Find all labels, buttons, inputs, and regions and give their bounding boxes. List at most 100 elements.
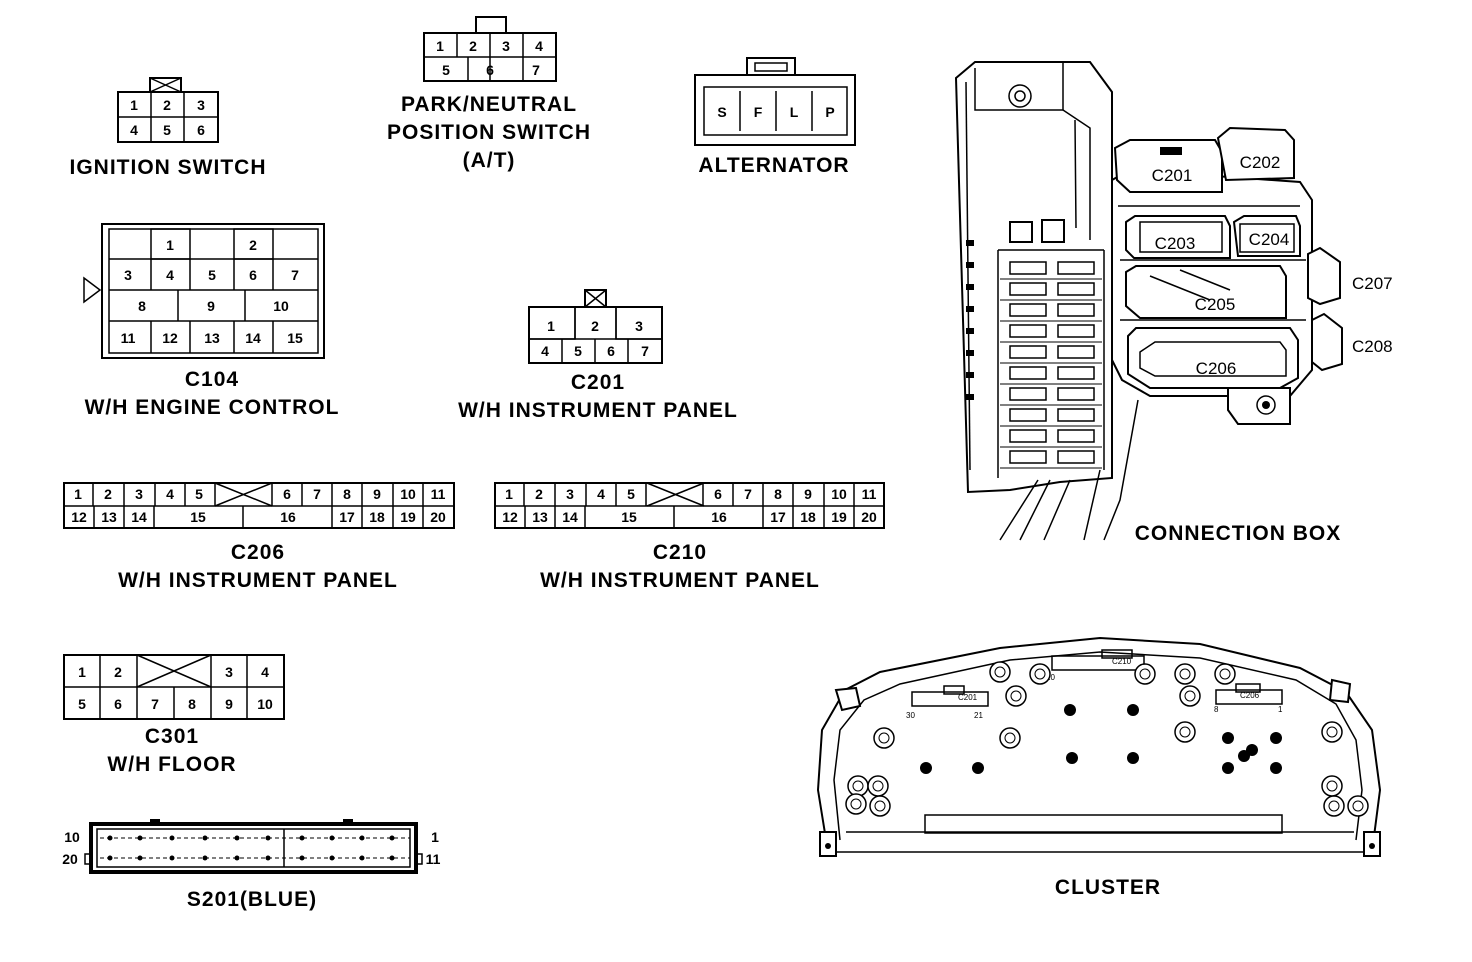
bulb-socket-inner (1179, 726, 1191, 738)
fuse-slot (1057, 387, 1095, 401)
splice-terminal-dot (265, 855, 271, 861)
c210-id-label: C210 (653, 541, 707, 564)
c210-pin-14: 14 (562, 509, 578, 525)
c210-connector: 1 2 3 4 5 6 7 8 9 10 11 12 13 14 15 16 1… (494, 482, 885, 529)
c210-pin-18: 18 (800, 509, 816, 525)
c104-pin-14: 14 (245, 330, 261, 346)
park-neutral-switch-connector: 1 2 3 4 5 6 7 (423, 16, 557, 82)
splice-terminal-dot (137, 835, 143, 841)
c210-pin-4: 4 (597, 486, 605, 502)
c104-caption: W/H ENGINE CONTROL (85, 396, 340, 419)
splice-terminal-dot (169, 835, 175, 841)
bulb-socket (847, 775, 869, 797)
c104-pin-3: 3 (124, 267, 132, 283)
c206-pin-8: 8 (343, 486, 351, 502)
c210-pin-2: 2 (535, 486, 543, 502)
bulb-socket (1134, 663, 1156, 685)
c301-connector: 1 2 3 4 5 6 7 8 9 10 (63, 654, 285, 720)
c201-connector: 1 2 3 4 5 6 7 (528, 289, 663, 364)
c104-pin-15: 15 (287, 330, 303, 346)
c206-pin-13: 13 (101, 509, 117, 525)
fuse-slot (1057, 450, 1095, 464)
c206-pin-10: 10 (400, 486, 416, 502)
c206-pin-7: 7 (313, 486, 321, 502)
bulb-socket-inner (1326, 780, 1338, 792)
s201-label-1: 1 (431, 829, 439, 845)
fuse-slot (1057, 408, 1095, 422)
c104-id-label: C104 (185, 368, 239, 391)
c301-pin-8: 8 (188, 696, 196, 712)
bulb-socket (845, 793, 867, 815)
fuse-slot (1009, 429, 1047, 443)
c210-pin-6: 6 (714, 486, 722, 502)
bulb-socket (1029, 663, 1051, 685)
cluster-c201-label: C201 (958, 693, 978, 702)
c206-pin-14: 14 (131, 509, 147, 525)
bulb-socket (1347, 795, 1369, 817)
fuse-slot (1009, 345, 1047, 359)
fuse-slot (1057, 303, 1095, 317)
alternator-caption: ALTERNATOR (698, 154, 849, 177)
c210-pin-10: 10 (831, 486, 847, 502)
c206-pin-18: 18 (369, 509, 385, 525)
side-notch (966, 350, 974, 356)
bulb-socket-inner (1326, 726, 1338, 738)
ignition-switch-connector: 1 2 3 4 5 6 (117, 77, 219, 143)
c206-pin-1: 1 (74, 486, 82, 502)
c104-pin-9: 9 (207, 298, 215, 314)
bulb-socket (1321, 775, 1343, 797)
park-neutral-pin-4: 4 (535, 38, 543, 54)
connection-box-c202-label: C202 (1240, 153, 1281, 172)
fuse-slot (1057, 324, 1095, 338)
ignition-switch-caption: IGNITION SWITCH (70, 156, 267, 179)
c206-pin-5: 5 (195, 486, 203, 502)
c104-pin-12: 12 (162, 330, 178, 346)
cluster-pin-1: 1 (1278, 705, 1283, 714)
bulb-socket (869, 795, 891, 817)
mounting-hole (1238, 750, 1250, 762)
connection-box-c205-label: C205 (1195, 295, 1236, 314)
c206-pin-17: 17 (339, 509, 355, 525)
alternator-pin-p: P (825, 104, 834, 120)
c210-pin-15: 15 (621, 509, 637, 525)
c104-connector: 1 2 3 4 5 6 7 8 9 10 11 12 13 14 15 (83, 223, 325, 359)
mounting-hole (1222, 732, 1234, 744)
bulb-socket (867, 775, 889, 797)
c104-pin-10: 10 (273, 298, 289, 314)
park-neutral-pin-1: 1 (436, 38, 444, 54)
c104-pin-2: 2 (249, 237, 257, 253)
bulb-socket (1174, 663, 1196, 685)
c301-pin-3: 3 (225, 664, 233, 680)
mounting-hole (1127, 752, 1139, 764)
c210-pin-8: 8 (774, 486, 782, 502)
ignition-pin-6: 6 (197, 122, 205, 138)
bulb-socket-inner (872, 780, 884, 792)
bulb-socket-inner (878, 732, 890, 744)
c210-pin-17: 17 (770, 509, 786, 525)
fuse-slot (1057, 366, 1095, 380)
c104-pin-6: 6 (249, 267, 257, 283)
park-neutral-pin-2: 2 (469, 38, 477, 54)
park-neutral-pin-3: 3 (502, 38, 510, 54)
ignition-pin-4: 4 (130, 122, 138, 138)
bulb-socket (1323, 795, 1345, 817)
fuse-slot (1009, 261, 1047, 275)
alternator-pin-s: S (717, 104, 726, 120)
connection-box-illustration: C201 C202 C203 C204 C205 C206 C207 C208 (954, 61, 1393, 541)
c201-pin-1: 1 (547, 318, 555, 334)
c201-caption: W/H INSTRUMENT PANEL (458, 399, 738, 422)
mounting-hole (1064, 704, 1076, 716)
bulb-socket (999, 727, 1021, 749)
splice-terminal-dot (389, 835, 395, 841)
connection-box-caption: CONNECTION BOX (1135, 522, 1342, 545)
c206-id-label: C206 (231, 541, 285, 564)
c201-pin-6: 6 (607, 343, 615, 359)
c206-pin-2: 2 (104, 486, 112, 502)
s201-label-10: 10 (64, 829, 80, 845)
c210-pin-16: 16 (711, 509, 727, 525)
c201-pin-7: 7 (641, 343, 649, 359)
c210-pin-11: 11 (862, 486, 877, 502)
bulb-socket-inner (1010, 690, 1022, 702)
connection-box-c208-label: C208 (1352, 337, 1393, 356)
bulb-socket-inner (1139, 668, 1151, 680)
